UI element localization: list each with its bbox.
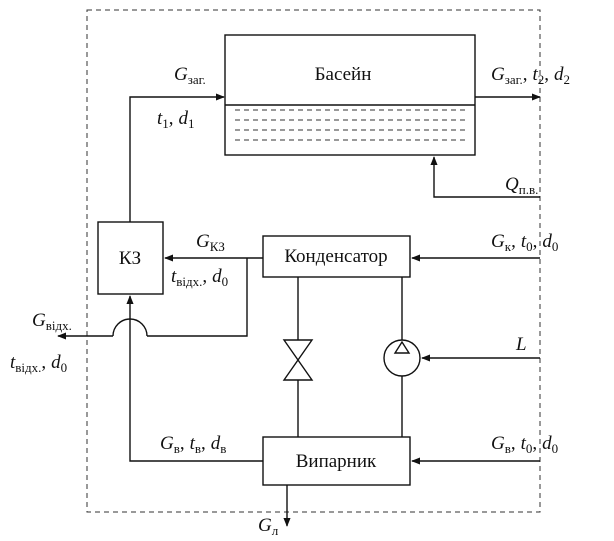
compressor-icon — [383, 339, 421, 377]
label-t-vidkh-mid: tвідх.,d0 — [171, 266, 228, 289]
pool-label: Басейн — [315, 64, 372, 85]
evaporator-to-kz-line — [126, 295, 263, 462]
label-g-vidkh: Gвідх. — [32, 310, 72, 333]
exhaust-line — [147, 258, 248, 337]
label-pool-outflow: Gзаг.,t2,d2 — [491, 64, 570, 87]
condenser-label: Конденсатор — [284, 246, 387, 267]
pool-water-lines — [225, 104, 475, 141]
kz-to-pool-line — [129, 93, 225, 222]
condenser-block — [262, 235, 411, 278]
label-q-pv: Qп.в. — [505, 174, 538, 197]
label-t1-d1: t1,d1 — [157, 108, 195, 131]
kz-label: КЗ — [119, 248, 141, 269]
evaporator-label: Випарник — [296, 451, 377, 472]
label-g-zag-in: Gзаг. — [174, 64, 206, 87]
system-boundary — [86, 9, 541, 513]
heat-input-arrow — [430, 156, 540, 198]
pool-block — [224, 34, 476, 156]
label-evaporator-outflow: Gв,tв,dв — [160, 433, 226, 456]
expansion-valve-icon — [282, 339, 314, 381]
label-work-l: L — [515, 334, 527, 355]
label-g-l: Gл — [258, 515, 279, 538]
evaporator-block — [262, 436, 411, 486]
label-g-kz: GКЗ — [196, 231, 225, 254]
label-t-vidkh-left: tвідх.,d0 — [10, 352, 67, 375]
label-evaporator-inlet: Gв,t0,d0 — [491, 433, 558, 456]
label-condenser-inlet: Gк,t0,d0 — [491, 231, 558, 254]
kz-block — [97, 221, 164, 295]
